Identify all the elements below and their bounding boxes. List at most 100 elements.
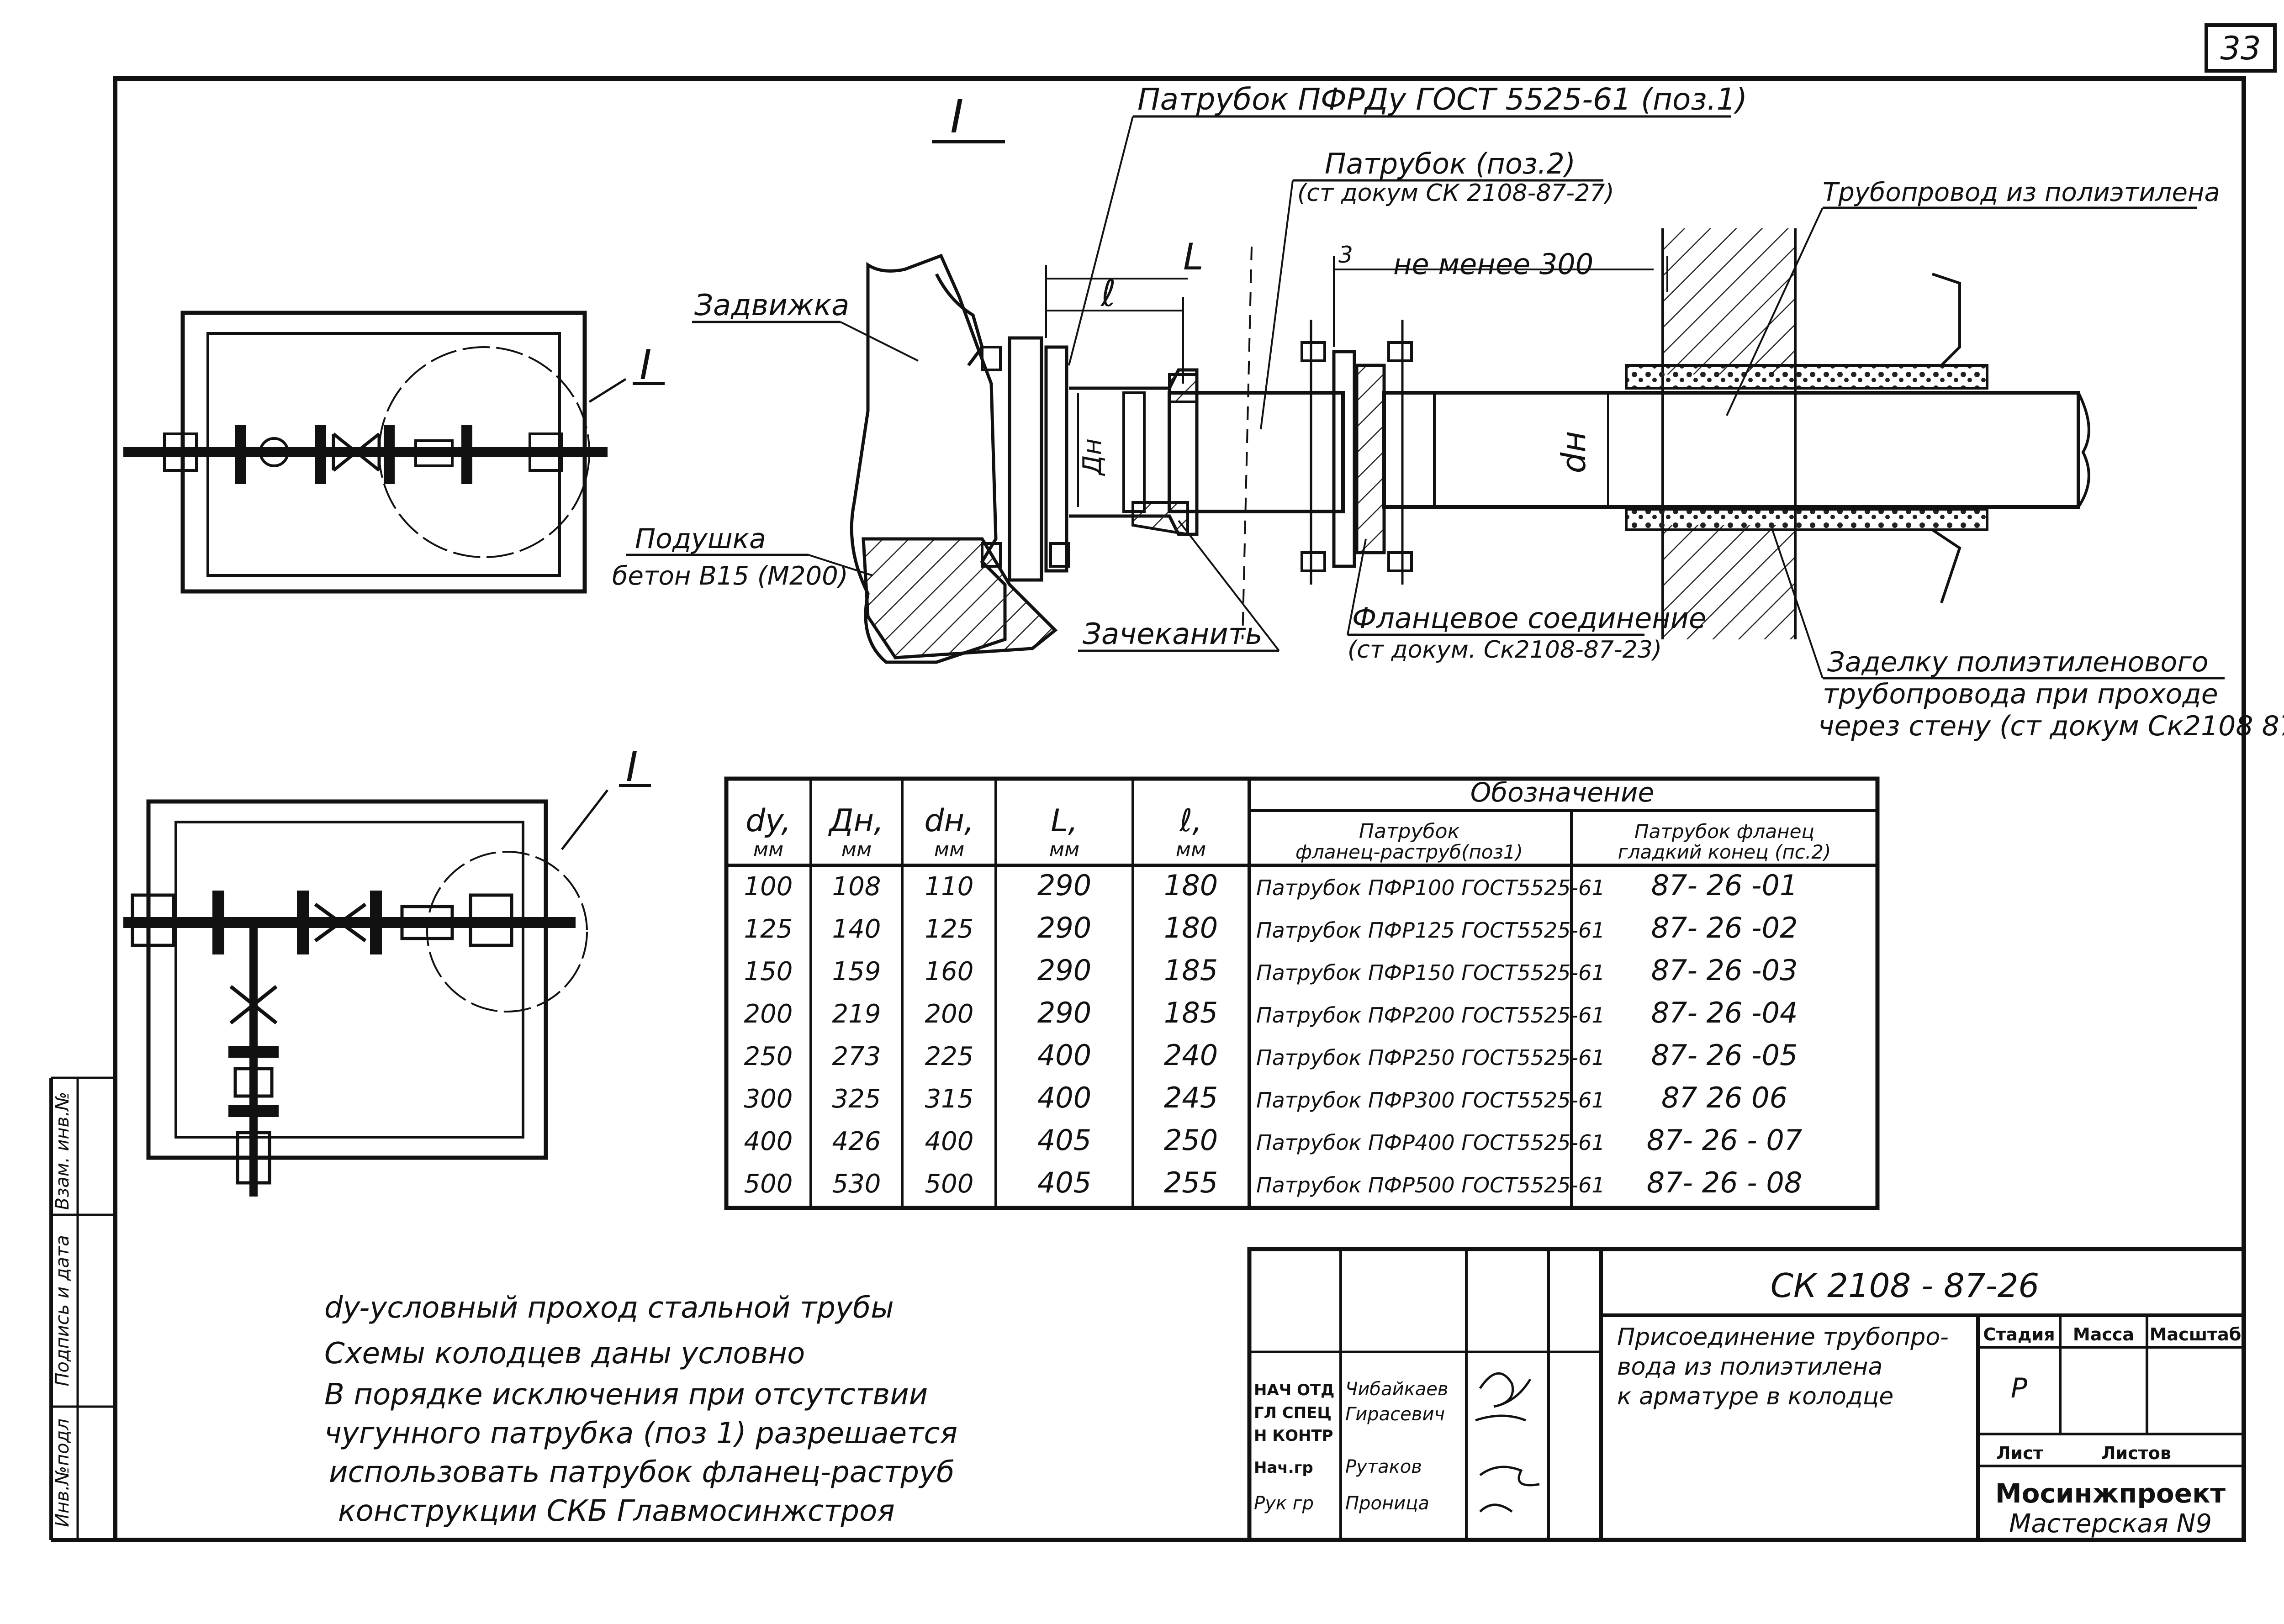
- callout-pad: Подушка: [635, 523, 766, 555]
- callout-nozzle-pos1: Патрубок ПФРДу ГОСТ 5525-61 (поз.1): [1137, 82, 1747, 117]
- table-cell-dn: 140: [832, 914, 881, 944]
- th-pos1-2: фланец-раструб(поз1): [1295, 841, 1523, 863]
- notes: dy-условный проход стальной трубы Схемы …: [324, 1291, 957, 1528]
- name-1: Чибайкаев: [1345, 1379, 1448, 1400]
- doc-title-3: к арматуре в колодце: [1617, 1383, 1893, 1410]
- table-cell-dn: 219: [832, 999, 881, 1029]
- callout-flange-joint-ref: (ст докум. Ск2108-87-23): [1348, 636, 1662, 664]
- workshop: Мастерская N9: [2009, 1509, 2212, 1539]
- table-cell-l: 240: [1164, 1039, 1218, 1072]
- name-2: Гирасевич: [1345, 1404, 1445, 1425]
- scheme-top-marker: I: [640, 341, 652, 389]
- th-dy-unit: мм: [753, 838, 783, 861]
- callout-polyethylene-pipe: Трубопровод из полиэтилена: [1823, 178, 2220, 207]
- org-name: Мосинжпроект: [1995, 1478, 2226, 1509]
- table-cell-dy: 200: [744, 999, 793, 1029]
- page-number: 33: [2220, 30, 2261, 67]
- table-cell-l: 290: [1037, 996, 1091, 1029]
- callout-gate-valve: Задвижка: [694, 289, 849, 322]
- dim-L: L: [1183, 236, 1204, 278]
- table-cell-pos2: 87- 26 - 08: [1647, 1166, 1803, 1199]
- signatures: [1475, 1372, 1540, 1513]
- table-cell-dy: 250: [744, 1042, 793, 1071]
- table-cell-pos2: 87- 26 -05: [1651, 1039, 1798, 1072]
- table-cell-dn: 530: [832, 1169, 881, 1199]
- concrete-pad: [862, 537, 1058, 659]
- callout-pad-material: бетон В15 (М200): [612, 561, 848, 591]
- th-pos2-2: гладкий конец (пс.2): [1618, 841, 1831, 863]
- dim-3: 3: [1338, 242, 1353, 268]
- table-cell-l: 185: [1164, 954, 1218, 987]
- th-Dn-unit: мм: [841, 838, 872, 861]
- table-cell-l: 255: [1164, 1166, 1218, 1199]
- table-cell-pos1: Патрубок ПФР500 ГОСТ5525-61: [1256, 1173, 1605, 1197]
- table-cell-l: 400: [1037, 1039, 1091, 1072]
- table-cell-dn: 315: [925, 1084, 974, 1114]
- table-cell-l: 290: [1037, 911, 1091, 944]
- th-L-unit: мм: [1049, 838, 1079, 861]
- doc-number: СК 2108 - 87-26: [1771, 1266, 2039, 1305]
- th-pos2-1: Патрубок фланец: [1634, 820, 1814, 843]
- role-3: Н КОНТР: [1254, 1427, 1333, 1445]
- table-cell-dn: 159: [832, 957, 881, 986]
- table-cell-pos2: 87 26 06: [1661, 1081, 1787, 1114]
- table-cell-l: 180: [1164, 869, 1218, 902]
- table-row: 500 530 500 405 255 Патрубок ПФР500 ГОСТ5525-…: [744, 1166, 1803, 1199]
- table-cell-dn: 108: [832, 872, 881, 902]
- well-scheme-bottom: I: [123, 743, 651, 1197]
- mass-label: Масса: [2073, 1324, 2134, 1345]
- table-cell-dy: 100: [744, 872, 793, 902]
- callout-nozzle-pos2-ref: (ст докум СК 2108-87-27): [1297, 179, 1614, 207]
- table-cell-dn: 160: [925, 957, 974, 986]
- table-cell-l: 250: [1164, 1123, 1218, 1157]
- note-line-3: В порядке исключения при отсутствии: [324, 1378, 928, 1412]
- th-L: L,: [1051, 803, 1078, 839]
- table-cell-pos1: Патрубок ПФР400 ГОСТ5525-61: [1256, 1130, 1605, 1155]
- callout-caulk: Зачеканить: [1083, 617, 1263, 651]
- table-cell-l: 185: [1164, 996, 1218, 1029]
- callout-wall-seal-2: трубопровода при проходе: [1823, 678, 2218, 710]
- side-strip-signature: Подпись и дата: [52, 1235, 73, 1386]
- well-scheme-top: I: [123, 311, 665, 594]
- title-block: СК 2108 - 87-26 Присоединение трубопро- …: [1247, 1247, 2246, 1542]
- table-cell-dn: 273: [832, 1042, 881, 1071]
- sheet-frame: [113, 76, 2246, 1542]
- th-dn: dн,: [924, 803, 974, 839]
- name-4: Рутаков: [1345, 1456, 1422, 1477]
- table-cell-pos2: 87- 26 -02: [1651, 911, 1798, 944]
- table-row: 250 273 225 400 240 Патрубок ПФР250 ГОСТ5525-…: [744, 1039, 1798, 1072]
- note-line-2: Схемы колодцев даны условно: [324, 1337, 805, 1371]
- table-cell-dn: 500: [925, 1169, 974, 1199]
- detail-view: I: [612, 82, 2284, 742]
- callout-nozzle-pos2: Патрубок (поз.2): [1325, 147, 1576, 180]
- table-cell-dn: 225: [925, 1042, 974, 1071]
- table-cell-dy: 125: [744, 914, 793, 944]
- table-cell-pos1: Патрубок ПФР300 ГОСТ5525-61: [1256, 1088, 1605, 1113]
- table-cell-pos1: Патрубок ПФР125 ГОСТ5525-61: [1256, 918, 1605, 943]
- min-300-label: не менее 300: [1393, 248, 1593, 281]
- side-strip-inv: Взам. инв.№: [52, 1092, 73, 1210]
- table-cell-dy: 150: [744, 957, 793, 986]
- side-strip-original: Инв.№подл: [52, 1418, 73, 1527]
- table-cell-dn: 325: [832, 1084, 881, 1114]
- table-cell-pos2: 87- 26 -04: [1651, 996, 1798, 1029]
- table-cell-l: 405: [1037, 1166, 1091, 1199]
- note-line-1: dy-условный проход стальной трубы: [324, 1291, 894, 1325]
- table-cell-dy: 300: [744, 1084, 793, 1114]
- table-cell-dy: 500: [744, 1169, 793, 1199]
- th-dn-unit: мм: [934, 838, 964, 861]
- table-cell-l: 180: [1164, 911, 1218, 944]
- table-cell-dn: 426: [832, 1127, 881, 1156]
- stage-value: Р: [2011, 1372, 2028, 1404]
- page-number-box: [2205, 23, 2277, 73]
- table-cell-pos1: Патрубок ПФР250 ГОСТ5525-61: [1256, 1045, 1605, 1070]
- table-cell-l: 400: [1037, 1081, 1091, 1114]
- callout-wall-seal-1: Заделку полиэтиленового: [1827, 646, 2208, 678]
- note-line-6: конструкции СКБ Главмосинжстроя: [338, 1494, 895, 1528]
